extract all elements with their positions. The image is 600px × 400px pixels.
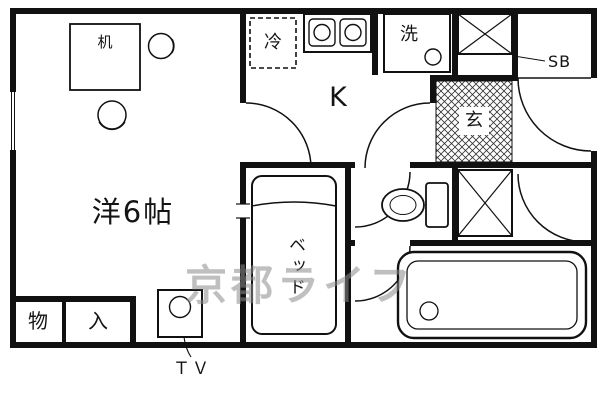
bathtub-icon xyxy=(396,250,588,340)
tv-leader-line xyxy=(183,336,192,358)
sliding-door-icon xyxy=(236,203,250,219)
bed-icon xyxy=(251,175,337,335)
door-arc-entrance xyxy=(517,77,592,152)
shoebox-icon xyxy=(457,13,546,62)
entrance-label: 玄 xyxy=(459,107,489,135)
storage-label: 物 xyxy=(28,309,48,333)
door-arc-hall xyxy=(364,102,431,169)
tv-icon xyxy=(157,289,203,358)
bed-label: ベッド xyxy=(285,236,305,299)
watermark: 京都ライフ xyxy=(184,261,415,310)
desk-icon xyxy=(69,23,141,91)
toilet-icon xyxy=(381,182,449,228)
closet-entry-label: 入 xyxy=(88,309,108,333)
tv-label: ＴＶ xyxy=(173,359,211,379)
chair-icon xyxy=(97,32,175,131)
door-arc-corridor xyxy=(517,173,587,243)
western-room-label: 洋6帖 xyxy=(91,195,175,229)
stove-icon xyxy=(303,13,372,53)
storage-x-box xyxy=(457,169,513,237)
door-arc-kitchen xyxy=(245,102,312,169)
shoebox-leader-line xyxy=(513,55,546,62)
shoebox-label: SB xyxy=(548,52,572,71)
desk-label: 机 xyxy=(97,33,113,51)
washer-icon xyxy=(383,13,451,73)
window-icon xyxy=(11,92,15,150)
washer-label: 洗 xyxy=(400,24,418,45)
kitchen-label: K xyxy=(329,82,347,113)
fridge-label: 冷 xyxy=(264,32,282,53)
walls xyxy=(10,8,597,348)
